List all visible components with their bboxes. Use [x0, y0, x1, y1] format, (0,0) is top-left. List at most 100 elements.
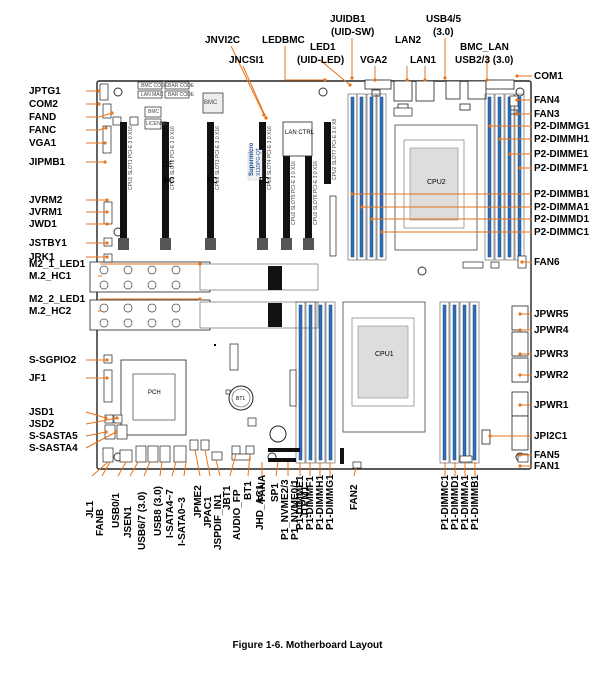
label-m2-hc2: M.2_HC2: [29, 306, 72, 317]
ce-mark-1: CE: [162, 160, 174, 169]
bmc-code-label-4: BAR CODE: [168, 92, 195, 98]
label-jpwr4: JPWR4: [534, 325, 569, 336]
label-jvrm2: JVRM2: [29, 195, 63, 206]
slot-label-7: CPU2 SLOT7 PCI-E 3.0 X8: [332, 118, 338, 180]
cpu2-label: CPU2: [427, 179, 446, 186]
label-fan4: FAN4: [534, 95, 560, 106]
nvme-connectors: [268, 448, 344, 464]
label-ledbmc: LEDBMC: [262, 35, 305, 46]
label-lan2: LAN2: [395, 35, 422, 46]
cpu1-dimm-slots: [298, 304, 477, 461]
label-m2-1-led1: M2_1_LED1: [29, 259, 86, 270]
label-jsd1: JSD1: [29, 407, 55, 418]
label-p2-dimmc1: P2-DIMMC1: [534, 227, 590, 238]
label-fand: FAND: [29, 112, 57, 123]
label-p2-dimmd1: P2-DIMMD1: [534, 214, 590, 225]
small-headers: [102, 95, 529, 469]
bmc-code-label-3: LAN MAC: [141, 92, 164, 98]
rear-io: [364, 79, 518, 115]
label-fan1: FAN1: [534, 461, 560, 472]
label-fan3: FAN3: [534, 109, 560, 120]
pcie-slots: [120, 122, 331, 245]
label-juidb1: JUIDB1: [330, 14, 366, 25]
label-usb45-30: (3.0): [433, 27, 454, 38]
lan-ctrl-label: LAN CTRL: [285, 130, 315, 136]
label-usb8: USB8 (3.0): [153, 485, 164, 536]
label-jwd1: JWD1: [29, 219, 57, 230]
bmc-chip-label: BMC: [204, 100, 218, 106]
label-usb23: USB2/3 (3.0): [455, 55, 514, 66]
label-jncsi1: JNCSI1: [229, 55, 265, 66]
buzzer: [269, 425, 287, 443]
callout-lines: [85, 38, 532, 477]
label-jpwr5: JPWR5: [534, 309, 569, 320]
slot-label-6: CPU2 SLOT6 PCI-E 3.0 X16: [313, 161, 319, 225]
label-com2: COM2: [29, 99, 58, 110]
pch-label: PCH: [148, 390, 161, 396]
bmc-code-label-2: BAR CODE: [168, 83, 195, 89]
label-p2-dimmb1: P2-DIMMB1: [534, 189, 590, 200]
label-bmc-lan: BMC_LAN: [460, 42, 509, 53]
label-jnvi2c: JNVI2C: [205, 35, 241, 46]
label-m2-hc1: M.2_HC1: [29, 271, 72, 282]
cpu1-label: CPU1: [375, 351, 394, 358]
slot-label-5: CPU2 SLOT5 PCI-E 3.0 X16: [291, 161, 297, 225]
label-m2-2-led1: M2_2_LED1: [29, 294, 86, 305]
label-bt1: BT1: [243, 481, 254, 500]
fc-mark-2: FC: [207, 176, 218, 185]
bmc-code-label-1: BMC CODE: [141, 83, 168, 89]
label-s-sgpio2: S-SGPIO2: [29, 355, 77, 366]
label-uid-sw: (UID-SW): [331, 27, 375, 38]
label-jpwr3: JPWR3: [534, 349, 569, 360]
label-s-sasta4: S-SASTA4: [29, 443, 78, 454]
label-p1-dimmg1: P1-DIMMG1: [325, 474, 336, 530]
label-p2-dimme1: P2-DIMME1: [534, 149, 589, 160]
label-s-sasta5: S-SASTA5: [29, 431, 78, 442]
label-jvrm1: JVRM1: [29, 207, 63, 218]
label-p2-dimmh1: P2-DIMMH1: [534, 134, 590, 145]
callout-dots: [97, 74, 524, 468]
fc-mark-1: FC: [164, 176, 175, 185]
lan-controller: [282, 121, 313, 157]
bmc-code-label-5: BMC: [148, 109, 160, 115]
label-jpwr2: JPWR2: [534, 370, 569, 381]
brand-area: [247, 149, 263, 181]
label-p2-dimmf1: P2-DIMMF1: [534, 163, 588, 174]
slot-label-1: CPU1 SLOT1 PCI-E 3.0 X16: [128, 126, 134, 190]
label-vga1: VGA1: [29, 138, 57, 149]
m2-slots: [89, 261, 319, 331]
label-com1: COM1: [534, 71, 563, 82]
cpu2-dimm-slots: [350, 96, 522, 258]
bt1-silk-label: BT1: [236, 396, 246, 402]
label-jrk1: JRK1: [29, 252, 55, 263]
label-fan5: FAN5: [534, 450, 560, 461]
bmc-code-label-6: LICENSE: [146, 121, 168, 127]
label-audio-fp: AUDIO_FP: [232, 489, 243, 540]
label-jipmb1: JIPMB1: [29, 157, 66, 168]
figure-caption: Figure 1-6. Motherboard Layout: [232, 640, 383, 651]
label-jstby1: JSTBY1: [29, 238, 67, 249]
cpu1-socket: [342, 301, 426, 433]
pcie-slot-latches: [118, 238, 314, 250]
label-jsd2: JSD2: [29, 419, 55, 430]
label-uid-led: (UID-LED): [297, 55, 345, 66]
label-jptg1: JPTG1: [29, 86, 61, 97]
label-led1: LED1: [310, 42, 336, 53]
battery: [228, 385, 254, 411]
cpu2-socket: [394, 124, 478, 251]
pch: [120, 359, 187, 436]
label-isata03: I-SATA0~3: [177, 497, 188, 546]
label-jpwr1: JPWR1: [534, 400, 569, 411]
label-fanb: FANB: [95, 508, 106, 536]
pch-heatsink-area: [214, 344, 216, 346]
label-fan2: FAN2: [349, 484, 360, 510]
label-fan6: FAN6: [534, 257, 560, 268]
label-jf1: JF1: [29, 373, 47, 384]
label-fana: FANA: [257, 474, 268, 502]
label-lan1: LAN1: [410, 55, 437, 66]
cpu2-dimm-sockets: [347, 93, 525, 261]
label-p1-dimmb1: P1-DIMMB1: [470, 474, 481, 530]
label-usb45: USB4/5: [426, 14, 462, 25]
label-fanc: FANC: [29, 125, 57, 136]
